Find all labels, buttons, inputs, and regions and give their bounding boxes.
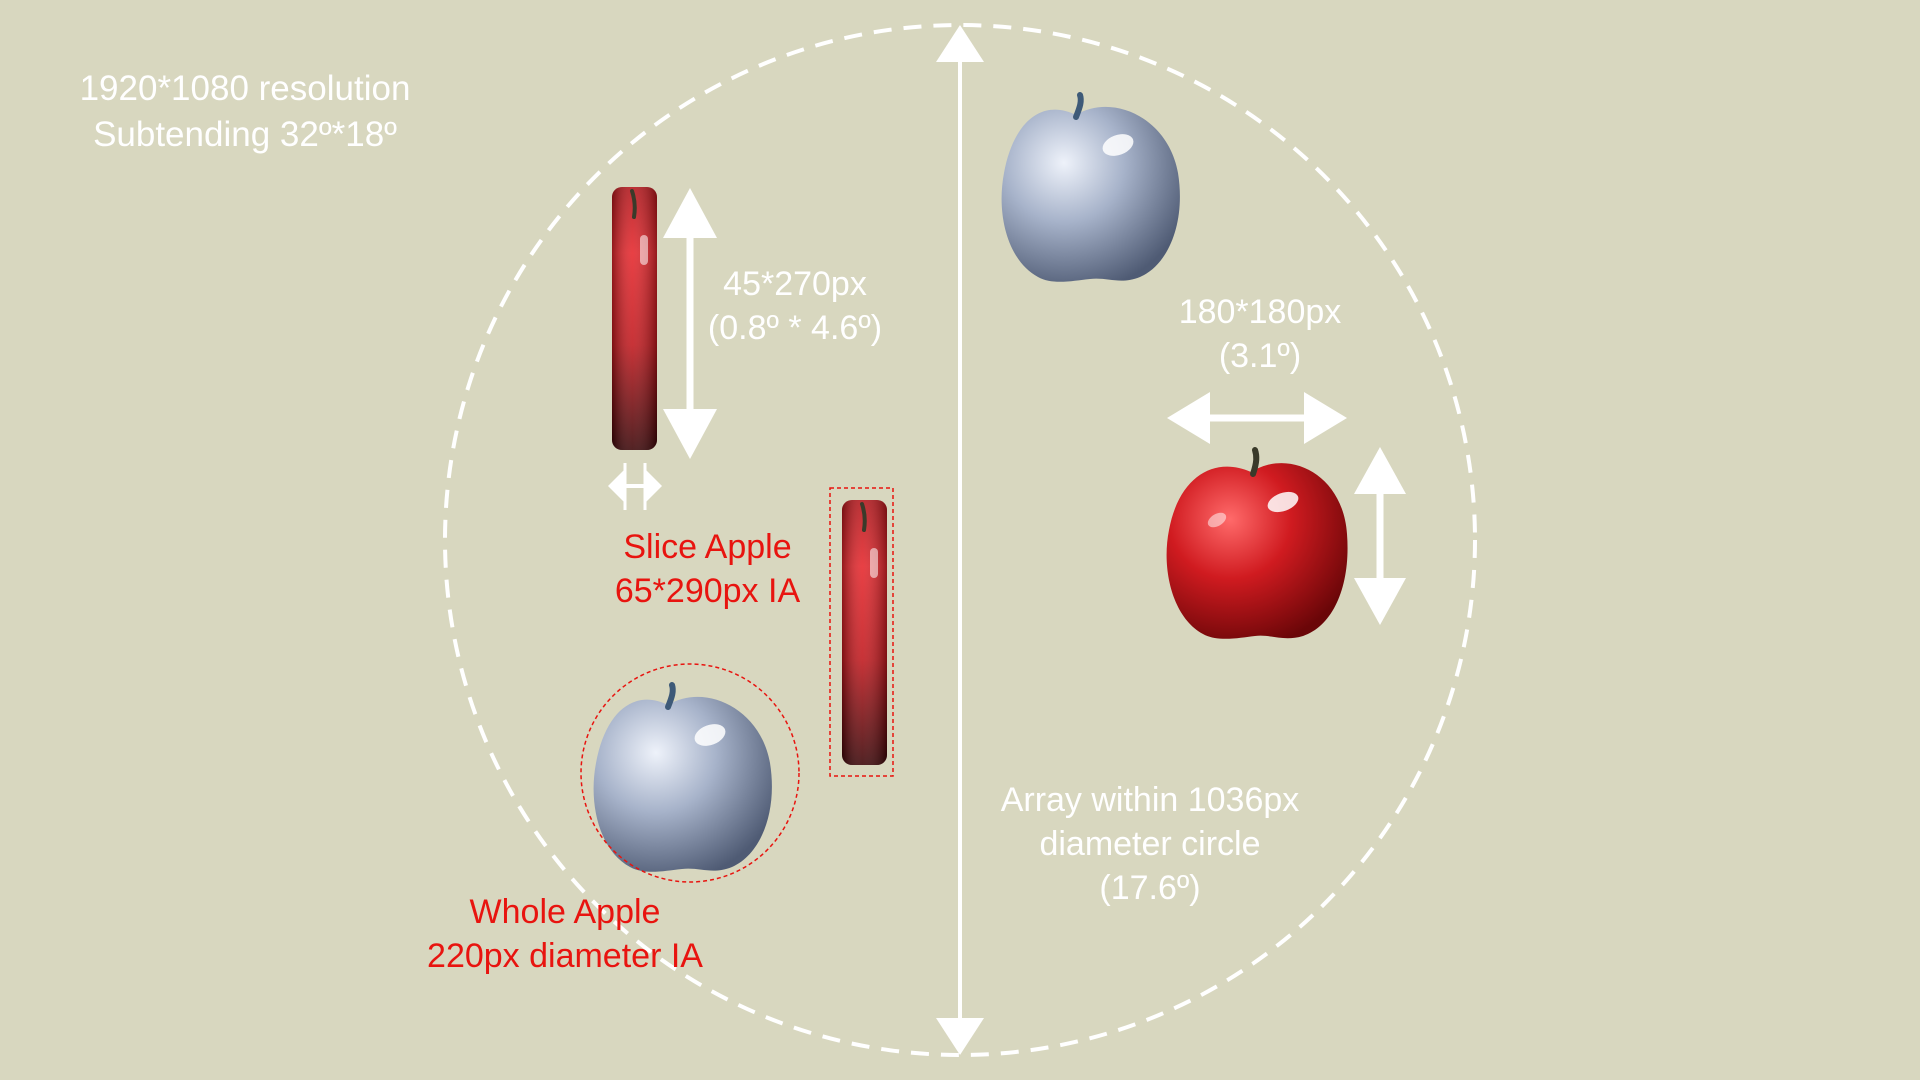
double-arrow-icon [1167, 392, 1347, 444]
double-arrow-icon [1354, 447, 1406, 625]
array-line-1: Array within 1036px [1000, 781, 1300, 819]
whole-ia-size: 220px diameter IA [427, 937, 703, 976]
whole-size-deg: (3.1º) [1218, 337, 1302, 376]
slice-ia-size: 65*290px IA [614, 572, 801, 611]
whole-ia-label: Whole Apple 220px diameter IA [385, 890, 745, 978]
slice-size-px: 45*270px [723, 265, 867, 303]
double-arrow-icon [663, 188, 717, 459]
subtending-line: Subtending 32º*18º [93, 114, 397, 154]
slice-size-label: 45*270px (0.8º * 4.6º) [690, 262, 900, 350]
slice-ia-box [829, 487, 894, 777]
whole-size-label: 180*180px (3.1º) [1150, 290, 1370, 378]
whole-ia-title: Whole Apple [469, 893, 661, 931]
array-label: Array within 1036px diameter circle (17.… [955, 778, 1345, 911]
diameter-arrow [936, 25, 984, 1055]
slice-size-deg: (0.8º * 4.6º) [707, 309, 883, 348]
double-arrow-icon [608, 463, 662, 510]
gray-apple-icon [1001, 92, 1180, 282]
whole-ia-circle [580, 663, 800, 883]
array-line-3: (17.6º) [1099, 869, 1201, 908]
gray-apple-icon [593, 682, 772, 872]
whole-size-px: 180*180px [1178, 293, 1342, 331]
apple-slice-icon [842, 500, 887, 765]
array-boundary-circle [443, 23, 1477, 1057]
apple-slice-icon [612, 187, 657, 450]
resolution-line: 1920*1080 resolution [79, 69, 411, 108]
slice-ia-title: Slice Apple [623, 528, 792, 566]
resolution-label: 1920*1080 resolution Subtending 32º*18º [40, 66, 450, 157]
red-apple-icon [1166, 447, 1348, 639]
slice-ia-label: Slice Apple 65*290px IA [580, 525, 835, 613]
array-line-2: diameter circle [1039, 825, 1261, 864]
